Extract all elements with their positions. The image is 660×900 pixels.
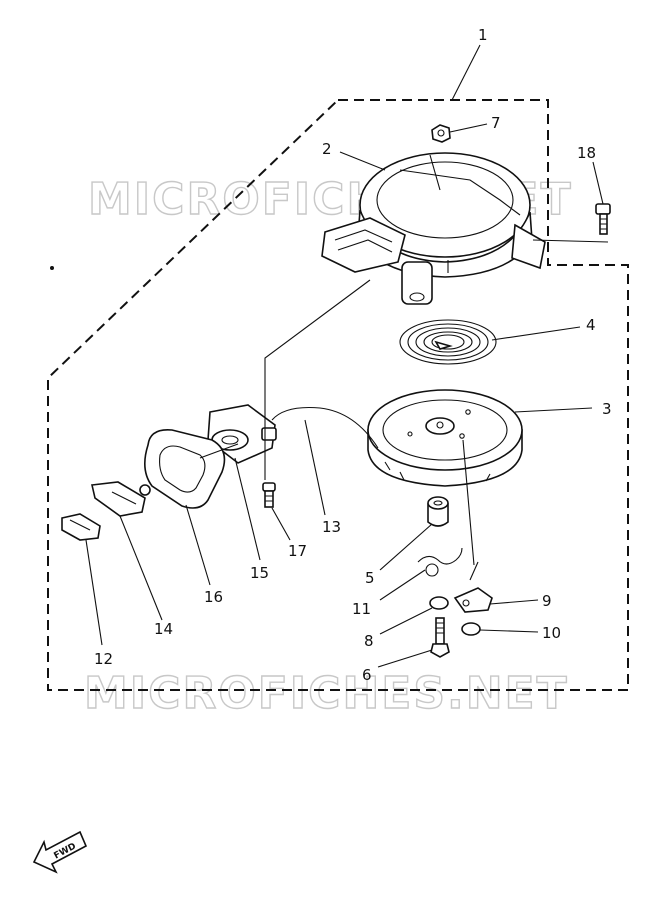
callout-11: 11: [352, 600, 371, 618]
part-9-pawl: [453, 561, 493, 613]
part-18-bolt: [595, 203, 611, 235]
part-17-screw: [262, 482, 276, 508]
callout-12: 12: [94, 650, 113, 668]
callout-14: 14: [154, 620, 173, 638]
part-10-washer: [461, 622, 481, 636]
leader-lines: [85, 44, 609, 668]
part-16-starter-handle: [144, 428, 239, 509]
assembly-boundary: [47, 99, 629, 691]
part-2-starter-case: [321, 152, 546, 305]
callout-15: 15: [250, 564, 269, 582]
part-5-collar: [427, 496, 449, 527]
alignment-dot: [50, 266, 54, 270]
part-4-spiral-spring: [399, 319, 497, 365]
callout-9: 9: [542, 592, 552, 610]
callout-16: 16: [204, 588, 223, 606]
callout-10: 10: [542, 624, 561, 642]
callout-7: 7: [491, 114, 501, 132]
part-6-bolt: [430, 617, 450, 658]
fwd-arrow-icon: FWD: [32, 830, 88, 874]
watermark-bottom: MICROFICHES.NET: [84, 668, 569, 719]
callout-18: 18: [577, 144, 596, 162]
callout-1: 1: [478, 26, 488, 44]
callout-4: 4: [586, 316, 596, 334]
part-8-washer: [429, 596, 449, 610]
part-13-starter-rope: [271, 406, 379, 449]
callout-17: 17: [288, 542, 307, 560]
callout-13: 13: [322, 518, 341, 536]
part-3-sheave-drum: [367, 389, 523, 487]
part-7-nut: [431, 124, 451, 143]
part-11-return-spring: [417, 547, 463, 577]
part-14-handle-grip: [91, 481, 151, 517]
callout-8: 8: [364, 632, 374, 650]
callout-6: 6: [362, 666, 372, 684]
callout-2: 2: [322, 140, 332, 158]
part-12-handle-cap: [61, 513, 101, 541]
callout-3: 3: [602, 400, 612, 418]
callout-5: 5: [365, 569, 375, 587]
